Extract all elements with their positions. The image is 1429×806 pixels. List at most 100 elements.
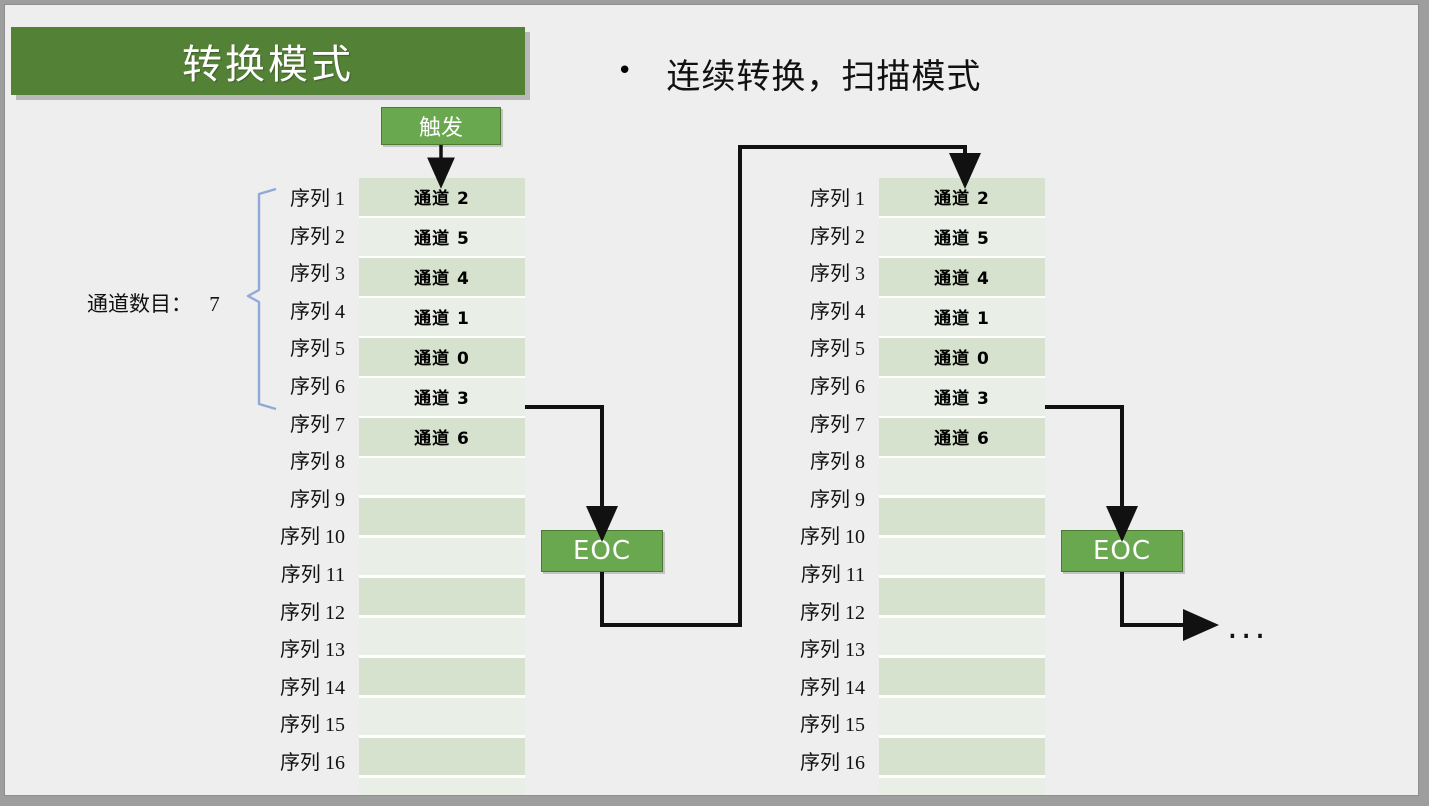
table-row[interactable]: 通道 0 [359, 337, 525, 376]
sequence-label-right-5: 序列 5 [810, 338, 865, 361]
table-row[interactable] [359, 457, 525, 496]
row-separator [359, 655, 525, 658]
page-title: 转换模式 [182, 42, 354, 88]
table-row[interactable]: 通道 1 [879, 297, 1045, 336]
sequence-label-left-9: 序列 9 [290, 488, 345, 511]
trigger-box[interactable]: 触发 [381, 107, 501, 145]
row-separator [359, 535, 525, 538]
table-row[interactable] [359, 697, 525, 736]
table-row[interactable] [359, 737, 525, 776]
table-row[interactable] [879, 617, 1045, 656]
sequence-label-right-16: 序列 16 [800, 751, 865, 774]
sequence-label-left-1: 序列 1 [290, 188, 345, 210]
table-row[interactable] [359, 537, 525, 576]
table-row[interactable] [359, 657, 525, 696]
bullet-heading: • 连续转换，扫描模式 [617, 49, 981, 98]
table-row[interactable] [879, 777, 1045, 795]
table-row[interactable] [879, 657, 1045, 696]
sequence-label-right-12: 序列 12 [800, 601, 865, 624]
table-row[interactable]: 通道 6 [879, 417, 1045, 456]
row-separator [359, 695, 525, 698]
sequence-label-right-10: 序列 10 [800, 526, 865, 549]
sequence-label-right-11: 序列 11 [800, 563, 865, 586]
row-separator [359, 295, 525, 298]
row-separator [359, 615, 525, 618]
sequence-label-left-7: 序列 7 [290, 413, 345, 436]
sequence-label-left-8: 序列 8 [290, 451, 345, 474]
sequence-label-left-14: 序列 14 [280, 676, 345, 699]
channel-count-value: 7 [209, 292, 220, 316]
row-separator [879, 695, 1045, 698]
table-row[interactable] [879, 577, 1045, 616]
channel-cell-left-7: 通道 6 [414, 429, 470, 450]
table-row[interactable]: 通道 5 [359, 217, 525, 256]
channel-count-label: 通道数目： 7 [87, 288, 220, 318]
trigger-label: 触发 [418, 116, 463, 141]
table-row[interactable]: 通道 1 [359, 297, 525, 336]
table-row[interactable] [879, 737, 1045, 776]
channel-cell-right-2: 通道 5 [934, 229, 990, 250]
row-separator [359, 575, 525, 578]
row-separator [359, 335, 525, 338]
table-row[interactable]: 通道 4 [879, 257, 1045, 296]
slide-title-bar: 转换模式 [11, 27, 525, 95]
table-row[interactable]: 通道 3 [359, 377, 525, 416]
continuation-ellipsis: ... [1227, 607, 1269, 647]
sequence-label-left-12: 序列 12 [280, 601, 345, 624]
table-row[interactable] [879, 497, 1045, 536]
table-row[interactable]: 通道 5 [879, 217, 1045, 256]
channel-cell-left-1: 通道 2 [414, 189, 470, 210]
sequence-label-left-15: 序列 15 [280, 714, 345, 737]
table-row[interactable] [359, 777, 525, 795]
sequence-label-right-13: 序列 13 [800, 639, 865, 662]
table-row[interactable]: 通道 2 [879, 178, 1045, 216]
arrow-eoc-right-to-continuation [1120, 572, 1219, 641]
sequence-label-left-13: 序列 13 [280, 639, 345, 662]
table-row[interactable] [879, 537, 1045, 576]
sequence-label-left-16: 序列 16 [280, 751, 345, 774]
bullet-text: 连续转换，扫描模式 [666, 57, 982, 97]
channel-cell-left-6: 通道 3 [414, 389, 470, 410]
eoc-label-right: EOC [1092, 536, 1152, 566]
table-row[interactable]: 通道 2 [359, 178, 525, 216]
row-separator [359, 415, 525, 418]
channel-cell-right-3: 通道 4 [934, 269, 990, 290]
table-row[interactable] [359, 577, 525, 616]
table-row[interactable] [879, 457, 1045, 496]
table-row[interactable] [359, 497, 525, 536]
row-separator [359, 775, 525, 778]
sequence-label-right-15: 序列 15 [800, 714, 865, 737]
row-separator [359, 375, 525, 378]
row-separator [359, 495, 525, 498]
sequence-label-left-11: 序列 11 [280, 563, 345, 586]
sequence-label-right-9: 序列 9 [810, 488, 865, 511]
channel-cell-right-7: 通道 6 [934, 429, 990, 450]
sequence-label-right-3: 序列 3 [810, 263, 865, 286]
row-separator [359, 455, 525, 458]
channel-cell-right-1: 通道 2 [934, 189, 990, 210]
row-separator [359, 255, 525, 258]
table-row[interactable]: 通道 3 [879, 377, 1045, 416]
channel-cell-left-4: 通道 1 [414, 309, 470, 330]
sequence-label-left-4: 序列 4 [290, 300, 345, 323]
table-row[interactable]: 通道 0 [879, 337, 1045, 376]
row-separator [879, 655, 1045, 658]
row-separator [359, 735, 525, 738]
table-row[interactable] [879, 697, 1045, 736]
sequence-label-right-4: 序列 4 [810, 300, 865, 323]
sequence-label-left-3: 序列 3 [290, 263, 345, 286]
table-row[interactable]: 通道 6 [359, 417, 525, 456]
bullet-marker-icon: • [617, 55, 633, 86]
channel-cell-right-5: 通道 0 [934, 349, 990, 370]
channel-count-text: 通道数目： [87, 292, 192, 316]
table-row[interactable]: 通道 4 [359, 257, 525, 296]
channel-cell-left-5: 通道 0 [414, 349, 470, 370]
sequence-label-left-10: 序列 10 [280, 526, 345, 549]
sequence-label-right-6: 序列 6 [810, 375, 865, 398]
eoc-box-right[interactable]: EOC [1061, 530, 1183, 572]
table-row[interactable] [359, 617, 525, 656]
eoc-box-left[interactable]: EOC [541, 530, 663, 572]
